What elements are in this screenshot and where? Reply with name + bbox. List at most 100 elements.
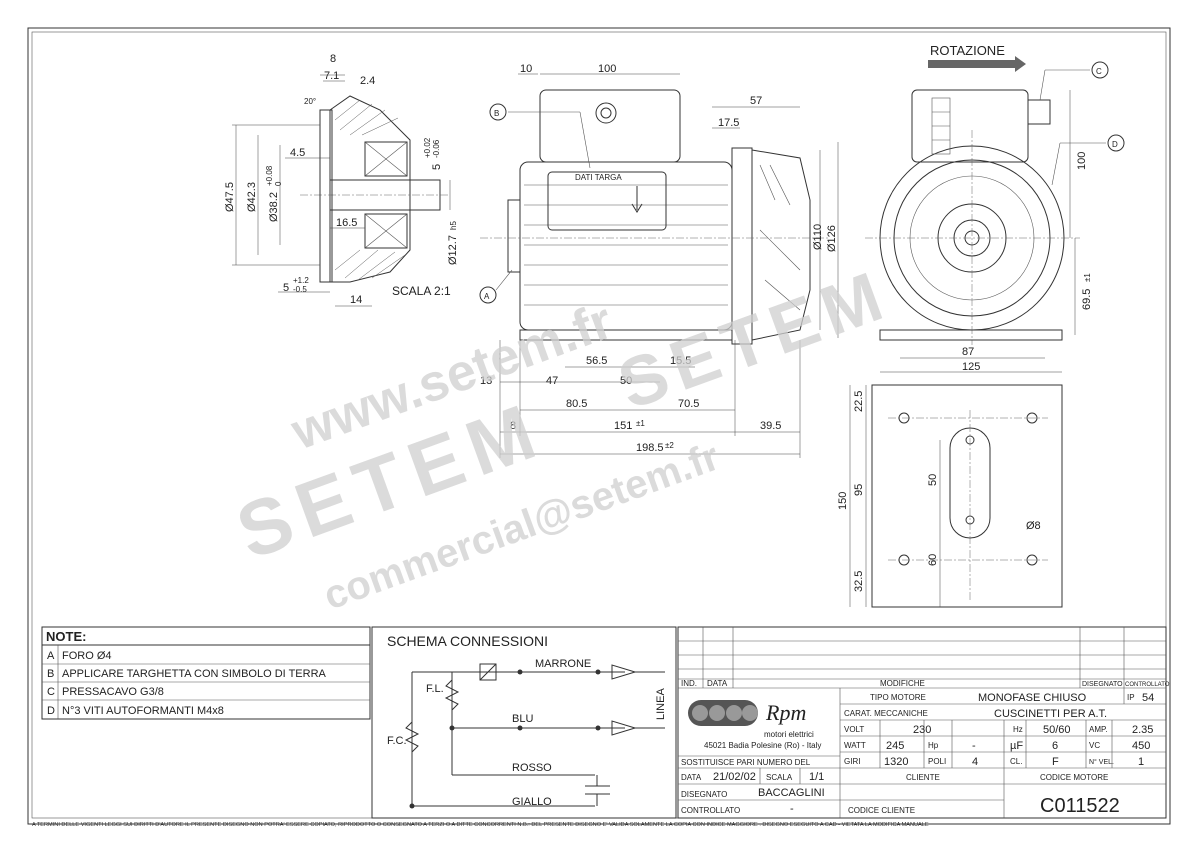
dim-base-32-5: 32.5	[853, 571, 865, 592]
dim-front-125: 125	[962, 361, 980, 373]
nvel-label: N° VEL.	[1089, 758, 1114, 766]
logo-subtitle: motori elettrici	[764, 730, 814, 739]
dim-front-87: 87	[962, 346, 974, 358]
schema-fc: F.C.	[387, 735, 407, 747]
dim-5-b-tol-up: +1.2	[293, 276, 309, 285]
note-text-b: APPLICARE TARGHETTA CON SIMBOLO DI TERRA	[62, 668, 327, 680]
rpm-logo	[688, 700, 758, 726]
dim-side-80-5: 80.5	[566, 398, 587, 410]
base-plate-view: 150 22.5 95 32.5 50 60 Ø8	[837, 384, 1063, 608]
dim-d38-2: Ø38.2	[268, 192, 280, 222]
watt-value: 245	[886, 740, 904, 752]
dim-base-50: 50	[927, 474, 939, 486]
note-key-c: C	[47, 686, 55, 698]
motor-front-view: ROTAZIONE C D 100 69.5 ±1 87 125	[865, 43, 1125, 373]
dim-20-deg: 20°	[304, 97, 316, 106]
dim-16-5: 16.5	[336, 217, 357, 229]
volt-label: VOLT	[844, 725, 864, 734]
controllato-value: -	[790, 803, 794, 815]
dim-base-95: 95	[853, 484, 865, 496]
dim-side-151-tol: ±1	[636, 419, 645, 428]
dim-base-d8: Ø8	[1026, 520, 1041, 532]
dim-5-b: 5	[283, 282, 289, 294]
hz-label: Hz	[1013, 725, 1023, 734]
scala-label: SCALA	[766, 773, 793, 782]
rotation-label: ROTAZIONE	[930, 43, 1005, 58]
dim-d38-2-tol-up: +0.08	[265, 165, 274, 186]
dim-side-10: 10	[520, 63, 532, 75]
disegnato-label: DISEGNATO	[681, 790, 727, 799]
rev-disegnato-header: DISEGNATO	[1082, 681, 1123, 688]
cl-label: CL.	[1010, 757, 1022, 766]
dim-side-151: 151	[614, 420, 632, 432]
wire-marrone: MARRONE	[535, 658, 591, 670]
codice-motore-value: C011522	[1040, 795, 1120, 817]
wire-giallo: GIALLO	[512, 796, 552, 808]
callout-b: B	[494, 109, 499, 118]
dim-side-d126: Ø126	[826, 225, 838, 252]
codice-motore-label: CODICE MOTORE	[1040, 773, 1108, 782]
note-text-d: N°3 VITI AUTOFORMANTI M4x8	[62, 705, 224, 717]
vc-label: VC	[1089, 741, 1100, 750]
carat-label: CARAT. MECCANICHE	[844, 709, 928, 718]
cl-value: F	[1052, 756, 1059, 768]
controllato-label: CONTROLLATO	[681, 806, 740, 815]
schema-title: SCHEMA CONNESSIONI	[387, 633, 548, 649]
volt-value: 230	[913, 724, 931, 736]
line-arrow-icon	[611, 720, 637, 736]
note-text-c: PRESSACAVO G3/8	[62, 686, 164, 698]
nvel-value: 1	[1138, 756, 1144, 768]
notes-title: NOTE:	[46, 629, 86, 644]
dim-side-70-5: 70.5	[678, 398, 699, 410]
outer-border	[27, 27, 1171, 825]
hp-label: Hp	[928, 741, 939, 750]
dim-d38-2-tol-dn: 0	[274, 181, 283, 186]
dim-7-1: 7.1	[324, 70, 339, 82]
dim-side-39-5: 39.5	[760, 420, 781, 432]
dim-side-50: 50	[620, 375, 632, 387]
schema-linea: LINEA	[655, 688, 667, 720]
dim-side-13: 13	[480, 375, 492, 387]
sostituisce-label: SOSTITUISCE PARI NUMERO DEL	[681, 758, 811, 767]
note-key-a: A	[47, 650, 55, 662]
dim-front-100: 100	[1076, 152, 1088, 170]
dim-base-22-5: 22.5	[853, 391, 865, 412]
note-key-b: B	[47, 668, 54, 680]
dim-d12-7-tol: h5	[449, 221, 458, 230]
giri-value: 1320	[884, 756, 908, 768]
dim-side-d110: Ø110	[812, 224, 824, 250]
rev-data-header: DATA	[707, 679, 728, 688]
dim-base-150: 150	[837, 492, 849, 510]
dim-5-tol-up: +0.02	[423, 137, 432, 158]
company-address: 45021 Badia Polesine (Ro) - Italy	[704, 741, 821, 750]
hp-value: -	[972, 740, 976, 752]
legal-footer: A TERMINI DELLE VIGENTI LEGGI SUI DIRITT…	[32, 822, 929, 828]
data-value: 21/02/02	[713, 771, 756, 783]
dim-2-4: 2.4	[360, 75, 375, 87]
callout-d: D	[1112, 140, 1118, 149]
dim-side-100: 100	[598, 63, 616, 75]
dim-14: 14	[350, 294, 362, 306]
note-key-d: D	[47, 705, 55, 717]
connection-schema: SCHEMA CONNESSIONI F.L. F.C. LINEA MARRO…	[371, 626, 677, 819]
hz-value: 50/60	[1043, 724, 1071, 736]
dim-side-198-5-tol: ±2	[665, 441, 674, 450]
dim-d12-7: Ø12.7	[447, 235, 459, 265]
amp-value: 2.35	[1132, 724, 1153, 736]
ip-label: IP	[1127, 693, 1135, 702]
schema-fl: F.L.	[426, 683, 444, 695]
wire-rosso: ROSSO	[512, 762, 552, 774]
notes-table: NOTE: A FORO Ø4 B APPLICARE TARGHETTA CO…	[41, 626, 371, 720]
scale-label: SCALA 2:1	[392, 284, 451, 298]
callout-c: C	[1096, 67, 1102, 76]
uf-label: µF	[1010, 740, 1023, 752]
tipo-motore-label: TIPO MOTORE	[870, 693, 926, 702]
cliente-label: CLIENTE	[906, 773, 940, 782]
watt-label: WATT	[844, 741, 866, 750]
rev-ind-header: IND.	[681, 679, 697, 688]
rev-controllato-header: CONTROLLATO	[1125, 682, 1170, 688]
dim-front-69-5: 69.5	[1081, 289, 1093, 310]
ip-value: 54	[1142, 692, 1154, 704]
rotation-arrow-icon	[928, 56, 1026, 72]
